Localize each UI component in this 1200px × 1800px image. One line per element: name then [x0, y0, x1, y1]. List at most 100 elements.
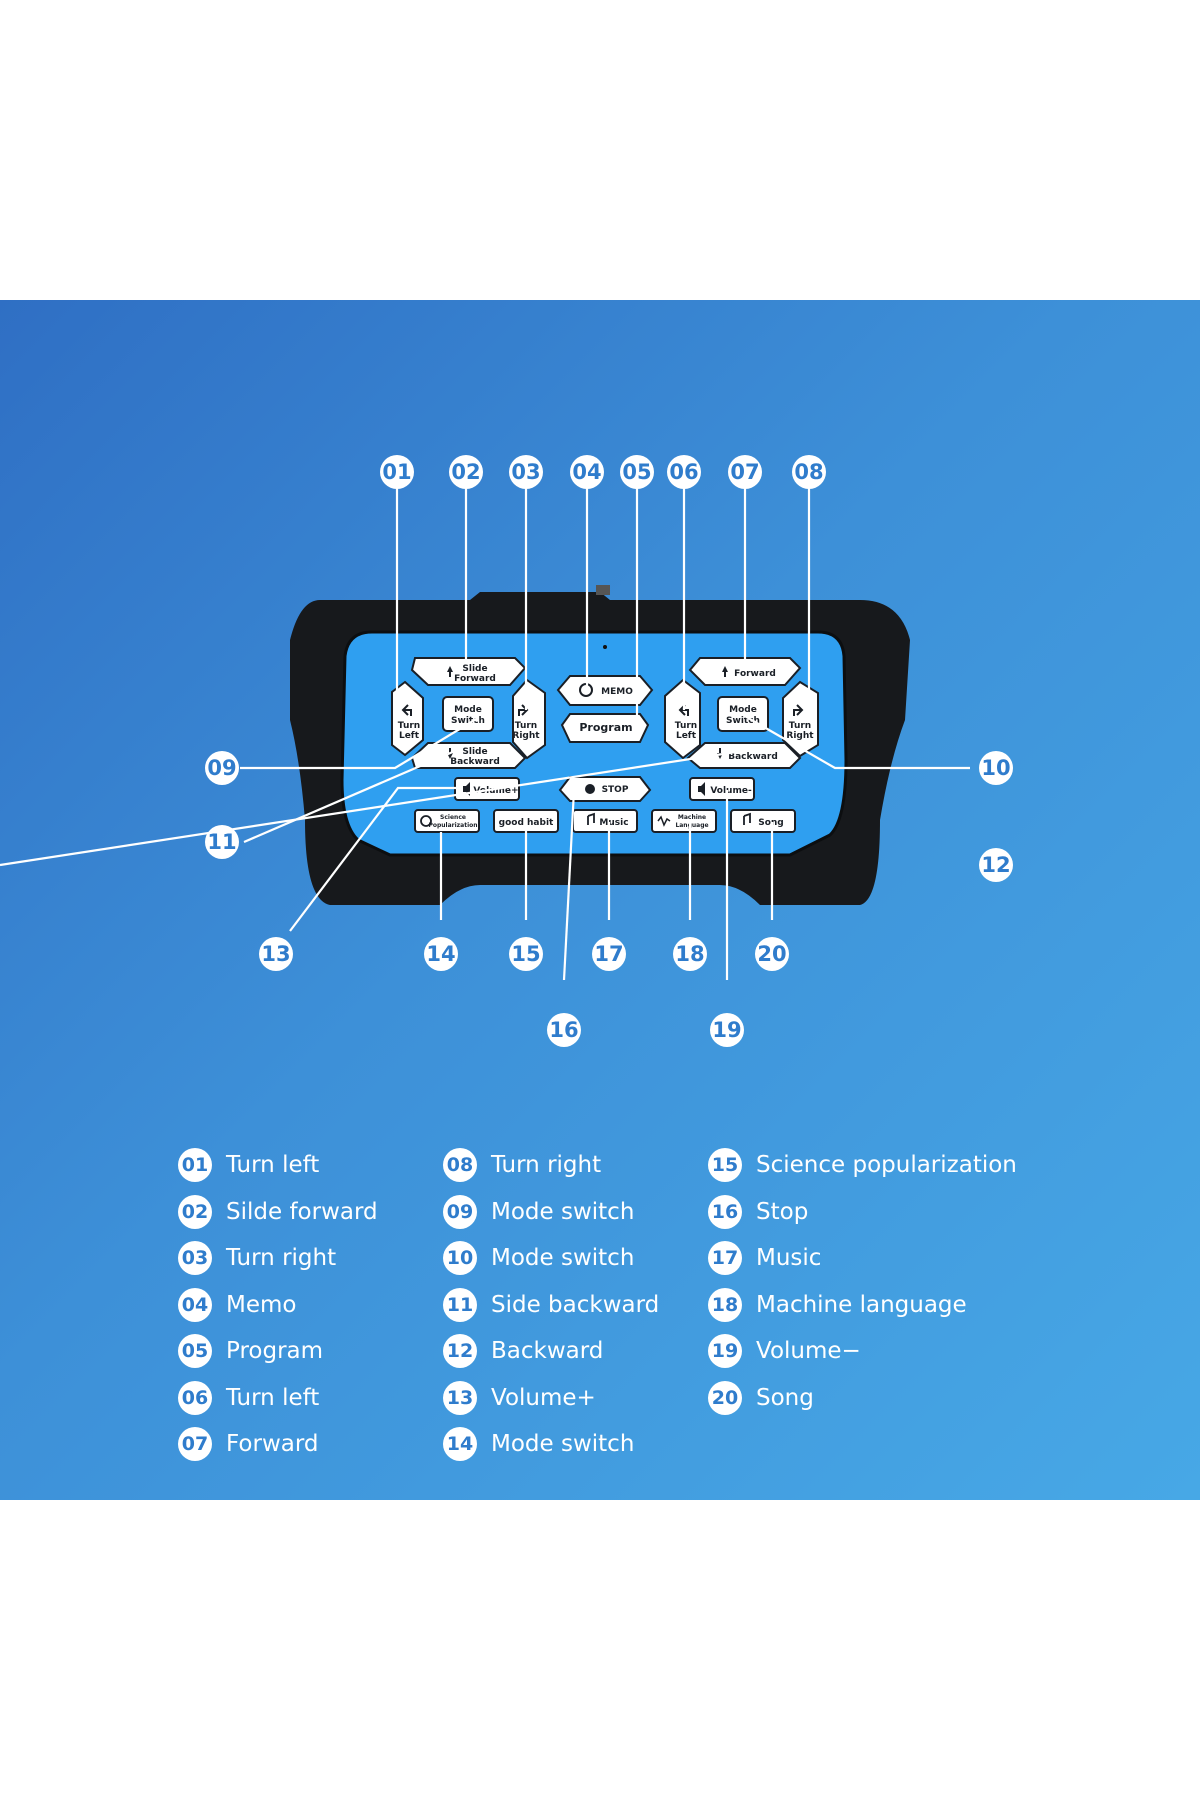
callout-05: 05: [620, 455, 654, 489]
svg-text:Turn: Turn: [398, 721, 420, 731]
legend-label: Backward: [491, 1338, 604, 1364]
svg-text:Slide: Slide: [462, 747, 487, 757]
legend-number: 14: [443, 1427, 477, 1461]
svg-text:07: 07: [730, 460, 759, 484]
legend-item: 18 Machine language: [708, 1288, 967, 1322]
callout-04: 04: [570, 455, 604, 489]
legend-label: Memo: [226, 1292, 297, 1318]
svg-text:15: 15: [511, 942, 540, 966]
science-popularization-button[interactable]: Science Popularization: [414, 809, 480, 833]
svg-text:17: 17: [594, 942, 623, 966]
legend-number: 12: [443, 1334, 477, 1368]
callout-12: 12: [979, 848, 1013, 882]
legend-label: Silde forward: [226, 1199, 378, 1225]
callout-markers: 01 02 03 04 05 06 07 08 09 10 11 12 13 1…: [205, 455, 1013, 1047]
leader-lines: [0, 470, 970, 981]
turn-left-button-right[interactable]: Turn Left: [664, 678, 701, 760]
svg-text:MEMO: MEMO: [601, 687, 633, 697]
callout-02: 02: [449, 455, 483, 489]
svg-text:Language: Language: [675, 822, 708, 829]
svg-text:Popularization: Popularization: [428, 822, 477, 829]
legend-label: Stop: [756, 1199, 809, 1225]
callout-19: 19: [710, 1013, 744, 1047]
callout-18: 18: [673, 937, 707, 971]
callout-10: 10: [979, 751, 1013, 785]
svg-text:06: 06: [669, 460, 698, 484]
music-note-icon: [587, 812, 595, 825]
indicator-dot: [603, 645, 607, 649]
callout-15: 15: [509, 937, 543, 971]
volume-minus-button[interactable]: Volume-: [689, 777, 755, 801]
legend-number: 06: [178, 1381, 212, 1415]
forward-button[interactable]: Forward: [688, 657, 802, 686]
gear-icon: [420, 815, 432, 827]
legend-label: Forward: [226, 1431, 319, 1457]
svg-text:Forward: Forward: [734, 669, 776, 679]
turn-right-button-left[interactable]: Turn Right: [512, 678, 546, 760]
music-button[interactable]: Music: [572, 809, 638, 833]
svg-text:Switch: Switch: [451, 716, 485, 726]
svg-text:Mode: Mode: [729, 705, 757, 715]
svg-text:Switch: Switch: [726, 716, 760, 726]
machine-language-button[interactable]: Machine Language: [651, 809, 717, 833]
waveform-icon: [657, 815, 671, 827]
program-button[interactable]: Program: [560, 713, 650, 743]
center-buttons: MEMO Program STOP: [556, 675, 654, 802]
legend-number: 09: [443, 1195, 477, 1229]
svg-text:Slide: Slide: [462, 664, 487, 674]
memo-button[interactable]: MEMO: [556, 675, 654, 706]
legend-item: 14 Mode switch: [443, 1427, 634, 1461]
legend-item: 09 Mode switch: [443, 1195, 634, 1229]
legend-number: 18: [708, 1288, 742, 1322]
turn-left-button-left[interactable]: Turn Left: [391, 680, 424, 757]
speaker-icon: [698, 782, 705, 796]
svg-text:16: 16: [549, 1018, 578, 1042]
legend-label: Turn left: [226, 1385, 320, 1411]
legend-item: 08 Turn right: [443, 1148, 601, 1182]
legend-item: 01 Turn left: [178, 1148, 319, 1182]
legend-item: 06 Turn left: [178, 1381, 319, 1415]
legend-label: Side backward: [491, 1292, 660, 1318]
callout-08: 08: [792, 455, 826, 489]
legend-label: Mode switch: [491, 1431, 635, 1457]
legend-label: Machine language: [756, 1292, 967, 1318]
callout-16: 16: [547, 1013, 581, 1047]
svg-text:Volume-: Volume-: [710, 786, 752, 796]
callout-13: 13: [259, 937, 293, 971]
legend-number: 08: [443, 1148, 477, 1182]
slide-forward-button[interactable]: Slide Forward: [410, 657, 527, 686]
svg-text:Turn: Turn: [675, 721, 697, 731]
svg-text:Turn: Turn: [789, 721, 811, 731]
backward-button[interactable]: Backward: [686, 742, 802, 769]
svg-text:12: 12: [981, 853, 1010, 877]
legend-label: Turn right: [491, 1152, 602, 1178]
svg-text:Forward: Forward: [454, 674, 496, 684]
legend-number: 01: [178, 1148, 212, 1182]
legend-label: Science popularization: [756, 1152, 1017, 1178]
callout-01: 01: [380, 455, 414, 489]
legend-label: Turn right: [226, 1245, 337, 1271]
legend-item: 12 Backward: [443, 1334, 603, 1368]
turn-left-icon: [401, 704, 412, 716]
legend-number: 13: [443, 1381, 477, 1415]
legend-label: Turn left: [226, 1152, 320, 1178]
svg-text:Backward: Backward: [450, 757, 500, 767]
legend-number: 07: [178, 1427, 212, 1461]
mode-switch-button-left[interactable]: Mode Switch: [442, 696, 494, 732]
stop-icon: [585, 784, 595, 794]
svg-text:Mode: Mode: [454, 705, 482, 715]
legend-label: Mode switch: [491, 1199, 635, 1225]
svg-text:STOP: STOP: [602, 785, 629, 795]
svg-text:Left: Left: [399, 731, 420, 741]
stop-button[interactable]: STOP: [558, 776, 652, 802]
svg-text:14: 14: [426, 942, 455, 966]
callout-06: 06: [667, 455, 701, 489]
